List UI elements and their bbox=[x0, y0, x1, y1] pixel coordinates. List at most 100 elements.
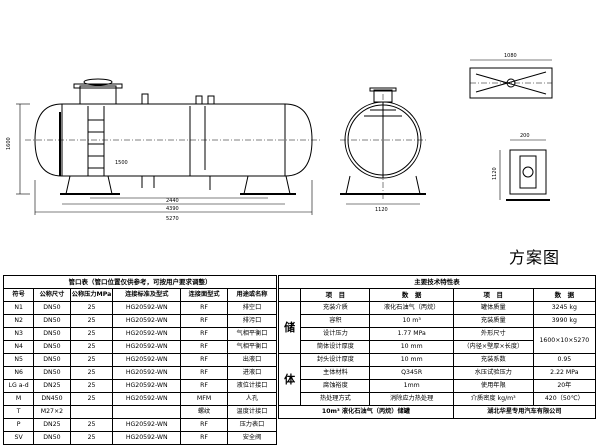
cell: 筒体设计厚度 bbox=[300, 340, 371, 354]
cell: 3245 kg bbox=[532, 301, 597, 315]
dim-1120: 1120 bbox=[375, 207, 388, 213]
cell: DN50 bbox=[33, 327, 71, 341]
cell: 温度计接口 bbox=[226, 405, 278, 419]
cell: N4 bbox=[2, 340, 35, 354]
cell: N1 bbox=[2, 301, 35, 315]
cell: 介质密度 kg/m³ bbox=[452, 392, 534, 406]
dim-overall-length: 5270 bbox=[166, 216, 179, 222]
cell: 3990 kg bbox=[532, 314, 597, 328]
cell: DN50 bbox=[33, 340, 71, 354]
cell: N5 bbox=[2, 353, 35, 367]
cell: DN25 bbox=[33, 418, 71, 432]
cell: 25 bbox=[69, 418, 114, 432]
cell: 25 bbox=[69, 392, 114, 406]
cell: 人孔 bbox=[226, 392, 278, 406]
header-nominal-pressure: 公称压力MPa bbox=[69, 288, 114, 302]
cell: RF bbox=[180, 314, 228, 328]
cell: 液化石油气（丙烷） bbox=[369, 301, 454, 315]
cell: DN50 bbox=[33, 353, 71, 367]
header-connection-standard: 连接标准及型式 bbox=[112, 288, 182, 302]
cell: 1600×10×5270 bbox=[532, 327, 597, 354]
cell: N6 bbox=[2, 366, 35, 380]
engineering-drawing: 5270 4390 2440 1500 1120 1080 1600 200 1… bbox=[6, 53, 553, 222]
spec-table-footer: 10m³ 液化石油气（丙烷）储罐 湖北华星专用汽车有限公司 bbox=[278, 405, 597, 419]
header-blank bbox=[277, 288, 302, 302]
cell: RF bbox=[180, 379, 228, 393]
cell: 25 bbox=[69, 340, 114, 354]
cell: M27×2 bbox=[33, 405, 71, 419]
cell: 热处理方式 bbox=[300, 392, 371, 406]
cell: HG20592-WN bbox=[112, 379, 182, 393]
cell: HG20592-WN bbox=[112, 340, 182, 354]
cell: 420（50℃） bbox=[532, 392, 597, 406]
dim-2440: 2440 bbox=[166, 198, 179, 204]
cell: 设计压力 bbox=[300, 327, 371, 341]
cell: 0.95 bbox=[532, 353, 597, 367]
cell: 容积 bbox=[300, 314, 371, 328]
cell: 液位计接口 bbox=[226, 379, 278, 393]
cell: 1mm bbox=[369, 379, 454, 393]
cell: RF bbox=[180, 353, 228, 367]
cell: 25 bbox=[69, 301, 114, 315]
cell: 充装质量 bbox=[452, 314, 534, 328]
cell: N2 bbox=[2, 314, 35, 328]
cell: HG20592-WN bbox=[112, 314, 182, 328]
cell: DN50 bbox=[33, 366, 71, 380]
support-detail-view bbox=[499, 139, 550, 201]
cell: 排污口 bbox=[226, 314, 278, 328]
cell: 外形尺寸 bbox=[452, 327, 534, 341]
cell bbox=[112, 405, 182, 419]
cell: DN50 bbox=[33, 314, 71, 328]
spec-table-header: 项 目 数 据 项 目 数 据 bbox=[277, 288, 597, 302]
cell: 10 m³ bbox=[369, 314, 454, 328]
cell: DN450 bbox=[33, 392, 71, 406]
cell: 20年 bbox=[532, 379, 597, 393]
dim-1500: 1500 bbox=[115, 160, 128, 166]
cell: 充装介质 bbox=[300, 301, 371, 315]
cell: 气相平衡口 bbox=[226, 327, 278, 341]
cell: N3 bbox=[2, 327, 35, 341]
cell: HG20592-WN bbox=[112, 392, 182, 406]
cell: 腐蚀裕度 bbox=[300, 379, 371, 393]
header-data-1: 数 据 bbox=[369, 288, 454, 302]
tank-plan-view bbox=[469, 59, 553, 99]
header-nominal-size: 公称尺寸 bbox=[33, 288, 71, 302]
cell: 25 bbox=[69, 327, 114, 341]
cell: 充装系数 bbox=[452, 353, 534, 367]
spec-table-caption: 主要技术特性表 bbox=[278, 275, 596, 289]
cell: HG20592-WN bbox=[112, 353, 182, 367]
header-symbol: 符号 bbox=[2, 288, 35, 302]
cell: T bbox=[2, 405, 35, 419]
header-purpose: 用途或名称 bbox=[226, 288, 278, 302]
cell: Q345R bbox=[369, 366, 454, 380]
cell: LG a-d bbox=[2, 379, 35, 393]
cell: 排空口 bbox=[226, 301, 278, 315]
side-label-tank: 储 bbox=[277, 301, 302, 354]
cell: RF bbox=[180, 340, 228, 354]
side-label-body: 体 bbox=[277, 353, 302, 406]
cell: 气相平衡口 bbox=[226, 340, 278, 354]
cell: 出液口 bbox=[226, 353, 278, 367]
nozzle-table: 管口表（管口位置仅供参考，可按用户要求调整） 符号 公称尺寸 公称压力MPa 连… bbox=[2, 275, 278, 445]
cell: 压力表口 bbox=[226, 418, 278, 432]
cell: MFM bbox=[180, 392, 228, 406]
cell: RF bbox=[180, 418, 228, 432]
cell: 25 bbox=[69, 379, 114, 393]
nozzle-table-caption: 管口表（管口位置仅供参考，可按用户要求调整） bbox=[3, 275, 277, 289]
cell: 25 bbox=[69, 353, 114, 367]
cell: 水压试验压力 bbox=[452, 366, 534, 380]
